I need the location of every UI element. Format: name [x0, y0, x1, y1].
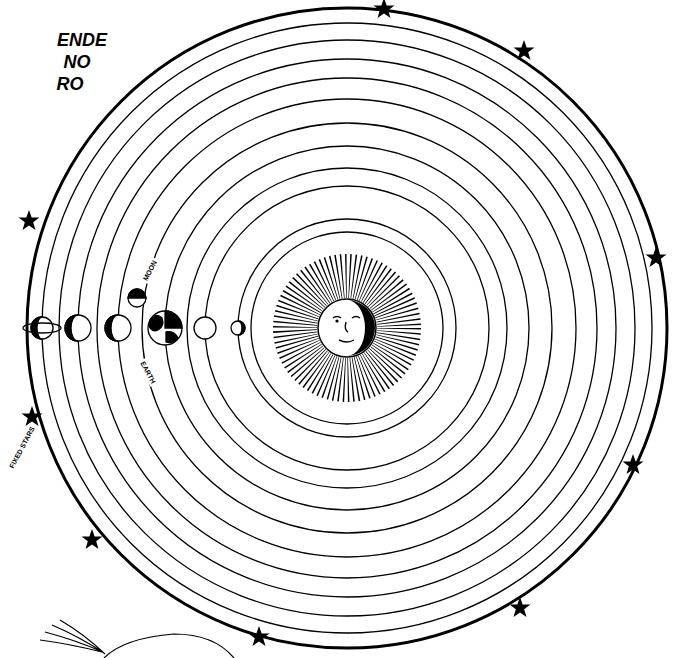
star-symbols — [19, 0, 667, 646]
heading-fragment: ENDE — [57, 31, 107, 49]
heading-fragment: NO — [64, 53, 91, 71]
comet-fragment — [40, 620, 234, 658]
heading-fragment: RO — [57, 75, 84, 93]
fixed-star-sphere — [27, 8, 667, 648]
earth-label: EARTH — [137, 357, 158, 386]
fixed-stars-label: FIXED STARS — [6, 423, 37, 471]
moon-label: MOON — [140, 257, 160, 284]
orbit-rings — [42, 23, 652, 633]
planet-symbols — [23, 289, 245, 345]
sun-figure — [295, 276, 399, 380]
